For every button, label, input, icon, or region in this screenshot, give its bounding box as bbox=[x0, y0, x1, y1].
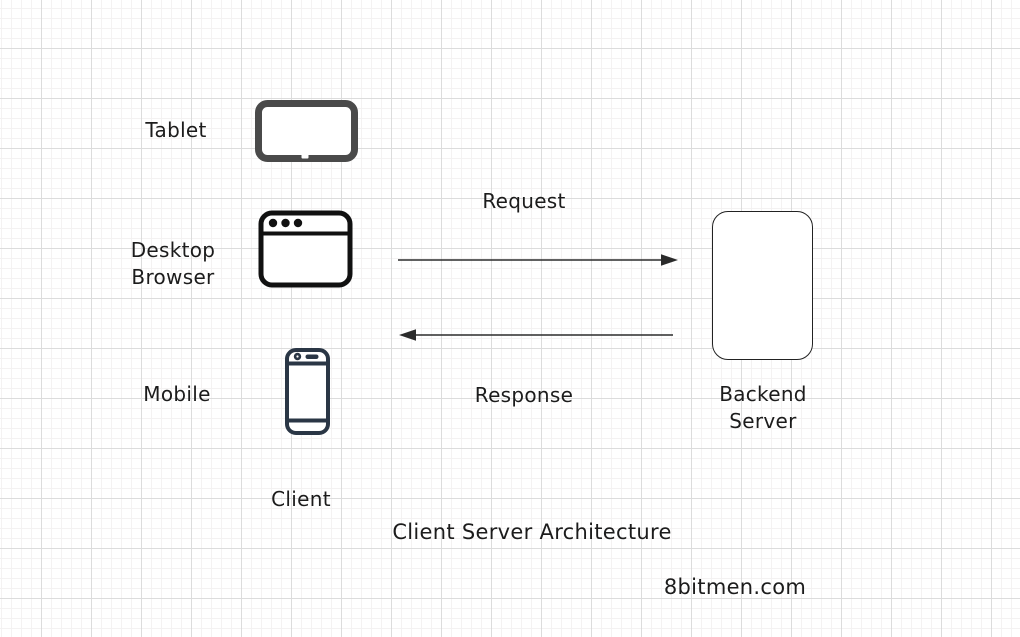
request-arrow bbox=[398, 254, 678, 266]
mobile-label: Mobile bbox=[143, 382, 211, 406]
watermark: 8bitmen.com bbox=[663, 575, 807, 599]
request-label: Request bbox=[482, 189, 566, 213]
desktop-browser-label: Desktop Browser bbox=[131, 237, 216, 291]
desktop-browser-label-line1: Desktop bbox=[130, 238, 216, 262]
backend-server-label-line1: Backend bbox=[719, 382, 807, 406]
backend-server-label: Backend Server bbox=[719, 381, 807, 435]
desktop-browser-label-line2: Browser bbox=[131, 265, 215, 289]
client-group-label: Client bbox=[271, 487, 331, 511]
tablet-label: Tablet bbox=[145, 118, 207, 142]
tablet-icon bbox=[255, 100, 358, 162]
browser-window-icon bbox=[258, 210, 353, 288]
response-arrow bbox=[399, 329, 673, 341]
response-label: Response bbox=[474, 383, 574, 407]
diagram-title: Client Server Architecture bbox=[392, 520, 672, 544]
mobile-phone-icon bbox=[285, 348, 330, 435]
backend-server-label-line2: Server bbox=[729, 409, 797, 433]
backend-server-node bbox=[712, 211, 813, 360]
